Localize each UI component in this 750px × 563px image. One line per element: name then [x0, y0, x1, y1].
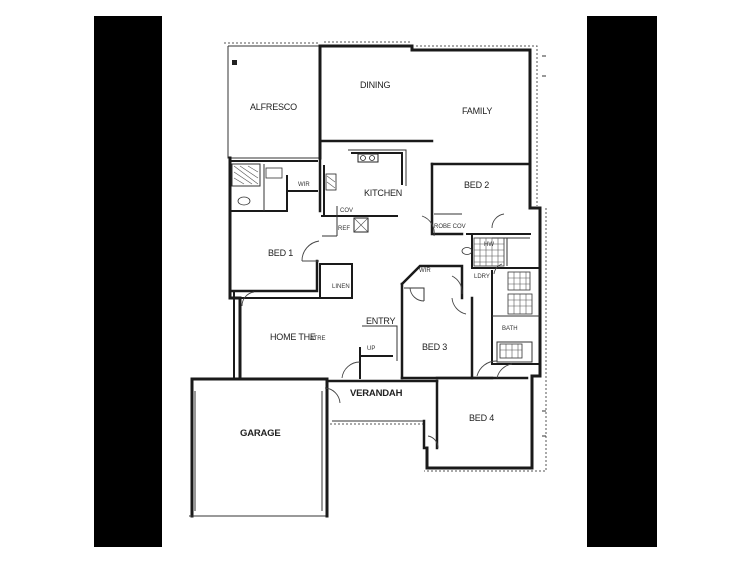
outer-walls — [189, 41, 547, 518]
room-label-bath: BATH — [502, 326, 518, 332]
room-label-bed4: BED 4 — [469, 413, 494, 423]
label-robe-cov: ROBE COV — [434, 224, 466, 230]
label-cov: COV — [340, 208, 353, 214]
floor-plan: ALFRESCO DINING FAMILY KITCHEN BED 1 BED… — [162, 16, 587, 547]
room-label-kitchen: KITCHEN — [364, 188, 402, 198]
door-swings — [241, 213, 513, 449]
room-label-dining: DINING — [360, 80, 390, 90]
room-label-home-theatre: HOME THE — [270, 332, 316, 342]
label-ref: REF — [338, 226, 350, 232]
floor-plan-drawing: ALFRESCO DINING FAMILY KITCHEN BED 1 BED… — [189, 41, 547, 518]
room-label-garage: GARAGE — [240, 428, 281, 439]
right-letterbox-bar — [587, 16, 657, 547]
left-letterbox-bar — [94, 16, 162, 547]
fixtures — [231, 55, 546, 437]
room-label-alfresco: ALFRESCO — [250, 102, 297, 112]
room-label-ldry: LDRY — [474, 274, 490, 280]
room-label-bed1: BED 1 — [268, 248, 293, 258]
room-label-entry: ENTRY — [366, 316, 396, 326]
room-label-family: FAMILY — [462, 106, 492, 116]
room-label-wir-bed3: WIR — [419, 268, 431, 274]
room-label-theatre-suffix: ATRE — [310, 336, 326, 342]
room-label-wir-bed1: WIR — [298, 182, 310, 188]
room-label-bed3: BED 3 — [422, 342, 447, 352]
room-label-verandah: VERANDAH — [350, 388, 403, 399]
room-labels: ALFRESCO DINING FAMILY KITCHEN BED 1 BED… — [240, 80, 518, 439]
label-hw: HW — [484, 242, 494, 248]
room-label-linen: LINEN — [332, 284, 350, 290]
room-label-bed2: BED 2 — [464, 180, 489, 190]
label-up: UP — [367, 346, 375, 352]
